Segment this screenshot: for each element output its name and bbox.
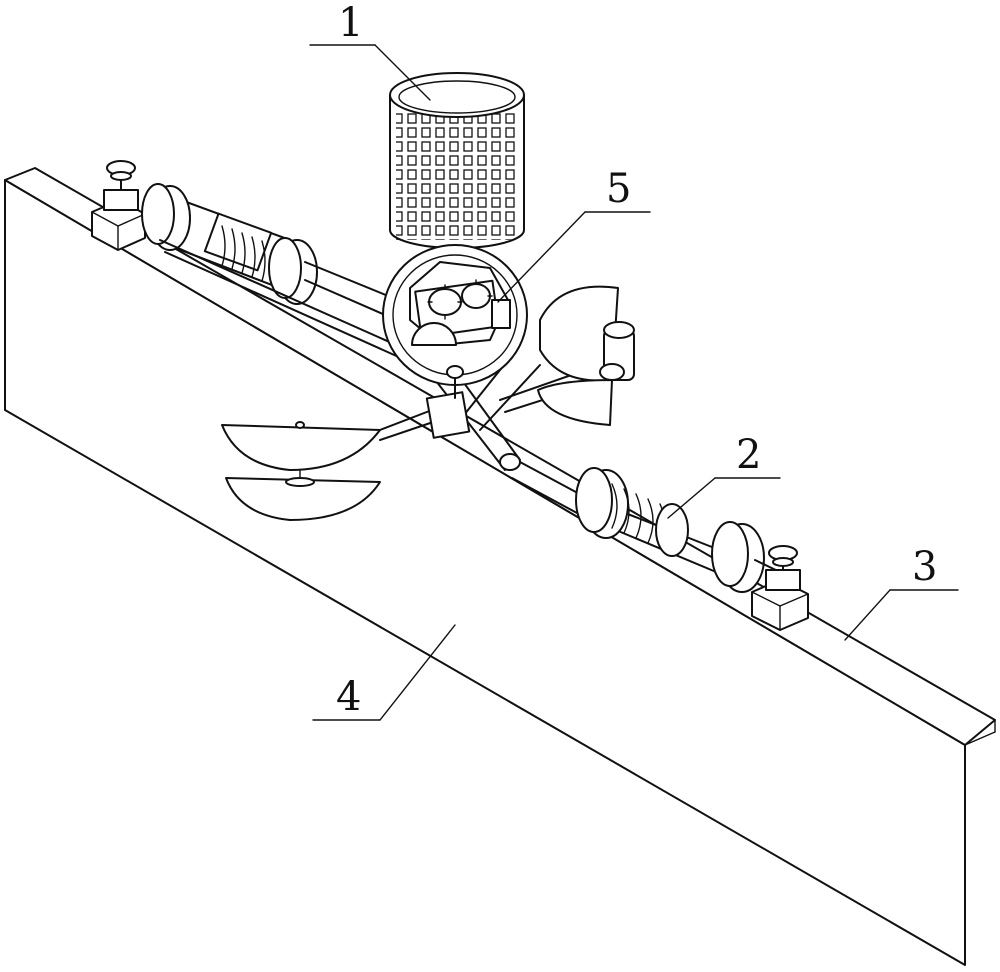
callout-4: 4 (336, 674, 361, 720)
motor-drum (389, 72, 525, 271)
right-clamp (751, 545, 809, 631)
callout-5: 5 (606, 166, 631, 212)
gear-box (382, 244, 528, 399)
top-rail (4, 167, 996, 966)
callout-leaders (309, 44, 959, 721)
callout-3: 3 (912, 544, 937, 590)
left-blades (221, 421, 381, 521)
left-spring-assembly (141, 183, 433, 373)
left-clamp (91, 160, 146, 251)
callout-1: 1 (338, 0, 363, 46)
callout-2: 2 (736, 432, 761, 478)
right-blades (537, 285, 635, 426)
right-spring-assembly (575, 467, 781, 593)
